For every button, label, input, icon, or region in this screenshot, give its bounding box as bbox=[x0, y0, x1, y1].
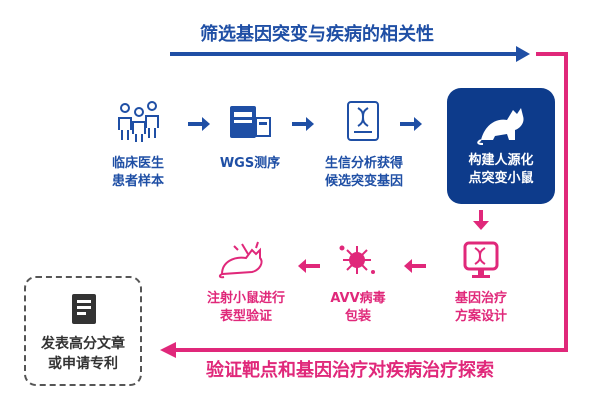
people-icon bbox=[118, 101, 159, 142]
top-step-arrows bbox=[188, 117, 422, 131]
injected-mouse-icon bbox=[218, 241, 263, 279]
wgs-line1: WGS测序 bbox=[219, 156, 281, 171]
mouse-icon bbox=[477, 108, 524, 145]
bottom-title: 验证靶点和基因治疗对疾病治疗探索 bbox=[206, 360, 494, 381]
mouse-line1: 构建人源化 bbox=[468, 153, 534, 168]
patients-line2: 患者样本 bbox=[111, 174, 164, 189]
inject-line2: 表型验证 bbox=[219, 309, 272, 324]
middle-step-arrows bbox=[298, 259, 426, 273]
document-icon bbox=[72, 294, 96, 324]
gene-monitor-icon bbox=[463, 241, 499, 278]
bioinfo-line1: 生信分析获得 bbox=[324, 156, 403, 171]
patients-line1: 临床医生 bbox=[111, 156, 164, 171]
therapy-line2: 方案设计 bbox=[454, 309, 507, 324]
dna-document-icon bbox=[347, 101, 379, 141]
virus-icon bbox=[339, 245, 375, 274]
step-mouse: 构建人源化 点突变小鼠 bbox=[447, 88, 555, 204]
inject-line1: 注射小鼠进行 bbox=[206, 291, 285, 306]
bottom-arrow-head bbox=[160, 342, 176, 358]
therapy-line1: 基因治疗 bbox=[454, 291, 507, 306]
bioinfo-line2: 候选突变基因 bbox=[324, 174, 403, 189]
paper-line2: 或申请专利 bbox=[48, 356, 118, 372]
paper-line1: 发表高分文章 bbox=[41, 336, 125, 352]
top-title: 筛选基因突变与疾病的相关性 bbox=[200, 24, 434, 45]
avv-line1: AVV病毒 bbox=[330, 291, 386, 306]
pink-loop-line bbox=[176, 52, 568, 352]
top-arrow-head bbox=[516, 46, 530, 62]
mouse-line2: 点突变小鼠 bbox=[468, 171, 534, 186]
step-paper: 发表高分文章 或申请专利 bbox=[24, 276, 142, 386]
sequencer-icon bbox=[230, 106, 271, 138]
down-arrow bbox=[473, 210, 489, 230]
avv-line2: 包装 bbox=[344, 309, 371, 324]
